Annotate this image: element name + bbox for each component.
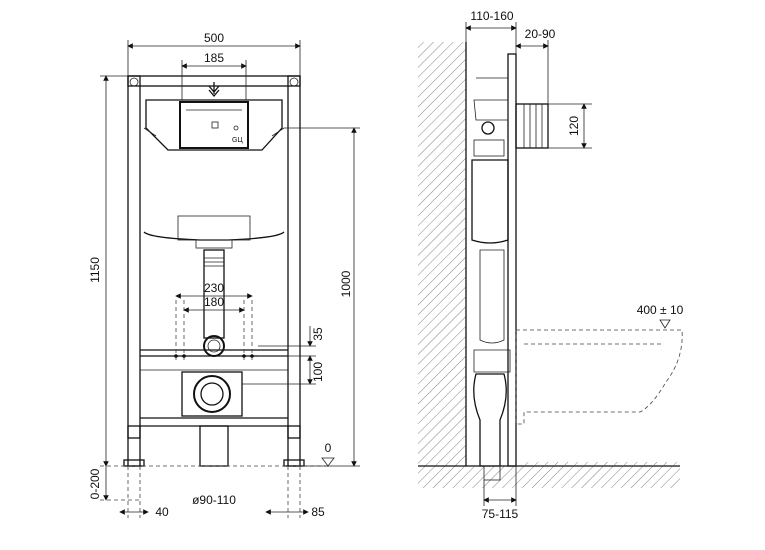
inlet-label: 120 [567,116,581,136]
dim-wall-gap: 20-90 [515,27,556,104]
dim-bolt-outer: 230 [175,281,253,299]
dim-offsets: 35 100 [242,326,325,385]
offset-100-label: 100 [311,362,325,382]
dim-inner-width: 185 [181,51,247,100]
side-view: 110-160 20-90 120 400 ± 10 75-115 [418,9,684,521]
bowl-height-mark: 400 ± 10 [637,303,684,329]
foot-85-label: 85 [311,505,325,519]
inner-width-label: 185 [204,51,224,65]
toilet-bowl [515,329,683,425]
foot-adjust-label: 0-200 [88,468,102,499]
wall-section [418,42,680,488]
installation-frame [123,75,305,467]
bowl-height-label: 400 ± 10 [637,303,684,317]
dim-inlet-height: 100 0 [284,127,360,467]
bolt-outer-label: 230 [204,281,224,295]
bolt-inner-label: 180 [204,295,224,309]
inlet-height-label: 1000 [339,270,353,297]
frame-side-profile [471,53,517,481]
dim-foot-40: 40 [119,466,169,519]
wall-gap-label: 20-90 [525,27,556,41]
drain-diameter-label: ø90-110 [192,493,236,507]
mounting-bolts [174,300,254,360]
drain-outlet [181,371,243,467]
floor-zero-mark: 0 [321,441,335,467]
dim-drain-offset: 75-115 [482,466,519,521]
dim-inlet: 120 [548,103,592,149]
front-view: GЦ [88,31,360,519]
water-inlet [515,103,549,149]
dim-foot-adjust: 0-200 [88,466,140,501]
dim-height: 1150 [88,75,128,467]
height-label: 1150 [88,257,102,283]
depth-label: 110-160 [470,9,513,23]
cistern: GЦ [143,99,285,249]
width-label: 500 [204,31,224,45]
dim-depth: 110-160 [465,9,517,54]
dim-foot-85: 85 [265,466,325,519]
svg-text:GЦ: GЦ [232,137,243,144]
dim-width: 500 [127,31,301,76]
drain-offset-label: 75-115 [482,507,519,521]
flush-arrow-icon [208,82,220,98]
offset-35-label: 35 [311,327,325,341]
foot-40-label: 40 [155,505,169,519]
floor-zero-label: 0 [325,441,332,455]
dim-bolt-inner: 180 [183,295,245,313]
